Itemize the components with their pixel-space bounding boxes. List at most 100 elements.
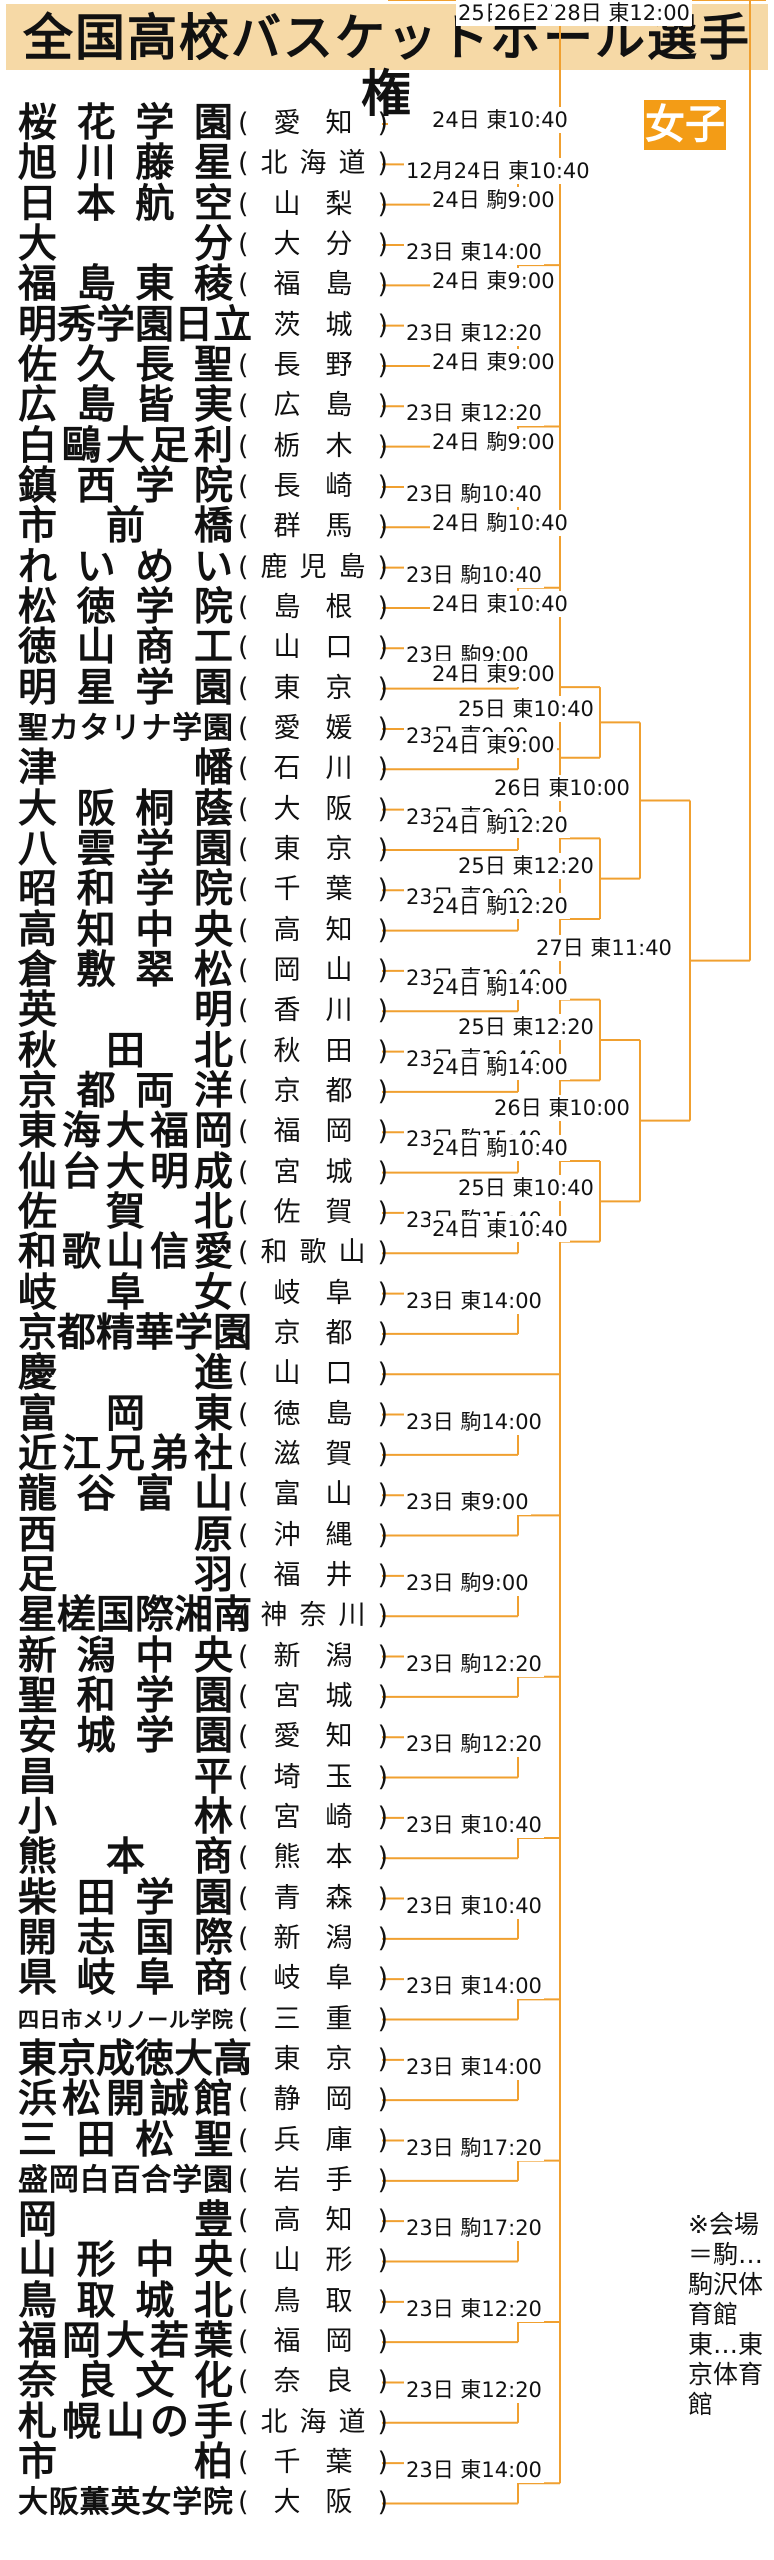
team-prefecture: (茨城) (238, 309, 388, 341)
match-label: 23日 東12:20 (404, 2295, 544, 2322)
team-prefecture: (鳥取) (238, 2285, 388, 2317)
team-name: 柴田学園 (18, 1875, 233, 1921)
team-name: 星槎国際湘南 (18, 1593, 253, 1639)
match-label: 23日 駒10:40 (404, 481, 544, 508)
team-name: 龍谷富山 (18, 1472, 233, 1518)
team-prefecture: (大分) (238, 228, 388, 260)
match-label: 25日 東12:20 (456, 852, 596, 879)
team-name: 和歌山信愛 (18, 1230, 233, 1276)
team-prefecture: (岐阜) (238, 1277, 388, 1309)
team-name: 山形中央 (18, 2238, 233, 2284)
match-label: 23日 東14:00 (404, 2054, 544, 2080)
team-name: 大阪桐蔭 (18, 786, 233, 832)
team-prefecture: (北海道) (238, 2406, 388, 2438)
team-prefecture: (栃木) (238, 430, 388, 462)
team-name: 盛岡白百合学園 (18, 2162, 233, 2198)
venue-note: ※会場＝駒…駒沢体育館 東…東京体育館 (688, 2210, 768, 2550)
team-name: 足羽 (18, 1552, 233, 1598)
match-label: 23日 駒10:40 (404, 561, 544, 588)
match-label: 24日 東10:40 (430, 1215, 570, 1242)
match-label: 24日 駒12:20 (430, 893, 570, 919)
match-label: 24日 東9:00 (430, 348, 557, 375)
team-name: 東海大福岡 (18, 1109, 233, 1155)
team-name: 熊本商 (18, 1835, 233, 1881)
team-prefecture: (秋田) (238, 1035, 388, 1067)
team-prefecture: (青森) (238, 1882, 388, 1914)
team-prefecture: (滋賀) (238, 1438, 388, 1470)
match-label: 23日 駒14:00 (404, 1408, 544, 1435)
team-name: 福島東稜 (18, 262, 233, 308)
team-name: 岐阜女 (18, 1270, 233, 1316)
match-label: 24日 駒14:00 (430, 973, 570, 1000)
match-label: 23日 東12:20 (404, 400, 544, 427)
team-name: 旭川藤星 (18, 141, 233, 187)
team-prefecture: (香川) (238, 995, 388, 1027)
match-label: 24日 駒9:00 (430, 429, 557, 456)
team-prefecture: (山形) (238, 2245, 388, 2277)
team-name: 近江兄弟社 (18, 1431, 233, 1477)
match-label: 24日 駒12:20 (430, 812, 570, 839)
match-label: 24日 東9:00 (430, 731, 557, 758)
match-label: 23日 駒17:20 (404, 2215, 544, 2242)
match-label: 25日 東10:40 (456, 1175, 596, 1202)
team-prefecture: (埼玉) (238, 1761, 388, 1793)
team-name: 広島皆実 (18, 383, 233, 429)
team-name: 奈良文化 (18, 2359, 233, 2405)
team-name: 三田松聖 (18, 2117, 233, 2163)
match-label: 23日 東14:00 (404, 1287, 544, 1314)
team-prefecture: (宮城) (238, 1680, 388, 1712)
team-prefecture: (高知) (238, 2205, 388, 2237)
team-prefecture: (福井) (238, 1559, 388, 1591)
team-prefecture: (熊本) (238, 1842, 388, 1874)
team-prefecture: (和歌山) (238, 1237, 388, 1269)
team-name: 明秀学園日立 (18, 302, 253, 348)
team-prefecture: (広島) (238, 390, 388, 422)
team-prefecture: (島根) (238, 591, 388, 623)
team-prefecture: (福岡) (238, 2326, 388, 2358)
match-label: 24日 東10:40 (430, 590, 570, 617)
team-prefecture: (岐阜) (238, 1963, 388, 1995)
team-name: 聖和学園 (18, 1673, 233, 1719)
team-prefecture: (富山) (238, 1479, 388, 1511)
team-name: 倉敷翠松 (18, 947, 233, 993)
team-prefecture: (岡山) (238, 954, 388, 986)
team-name: 松徳学院 (18, 584, 233, 630)
team-prefecture: (京都) (238, 1075, 388, 1107)
team-prefecture: (千葉) (238, 874, 388, 906)
match-label: 24日 駒14:00 (430, 1054, 570, 1081)
team-prefecture: (静岡) (238, 2084, 388, 2116)
match-label: 28日 東12:00 (552, 0, 692, 26)
team-prefecture: (宮崎) (238, 1801, 388, 1833)
team-prefecture: (東京) (238, 672, 388, 704)
team-name: 岡豊 (18, 2198, 233, 2244)
team-name: 昌平 (18, 1754, 233, 1800)
team-prefecture: (宮城) (238, 1156, 388, 1188)
team-name: 新潟中央 (18, 1633, 233, 1679)
match-label: 24日 駒10:40 (430, 1134, 570, 1161)
team-prefecture: (愛知) (238, 108, 388, 139)
match-label: 23日 駒9:00 (404, 1570, 531, 1597)
team-prefecture: (新潟) (238, 1640, 388, 1672)
team-name: 鳥取城北 (18, 2278, 233, 2324)
team-name: 西原 (18, 1512, 233, 1558)
team-prefecture: (大阪) (238, 793, 388, 825)
team-name: 明星学園 (18, 665, 233, 711)
match-label: 27日 東11:40 (534, 934, 674, 961)
team-name: 開志国際 (18, 1915, 233, 1961)
match-label: 25日 東12:20 (456, 1014, 596, 1040)
team-name: 大分 (18, 221, 233, 267)
team-name: 市柏 (18, 2440, 233, 2486)
team-prefecture: (大阪) (238, 2487, 388, 2519)
team-name: 市前橋 (18, 504, 233, 550)
match-label: 23日 東14:00 (404, 1973, 544, 2000)
team-name: 安城学園 (18, 1714, 233, 1760)
team-name: 仙台大明成 (18, 1149, 233, 1195)
team-prefecture: (長崎) (238, 470, 388, 502)
team-name: 小林 (18, 1794, 233, 1840)
team-name: 徳山商工 (18, 625, 233, 671)
team-prefecture: (福岡) (238, 1116, 388, 1148)
team-prefecture: (千葉) (238, 2447, 388, 2479)
match-label: 24日 駒10:40 (430, 509, 570, 536)
team-prefecture: (鹿児島) (238, 551, 388, 583)
match-label: 26日 東10:00 (492, 1094, 632, 1121)
